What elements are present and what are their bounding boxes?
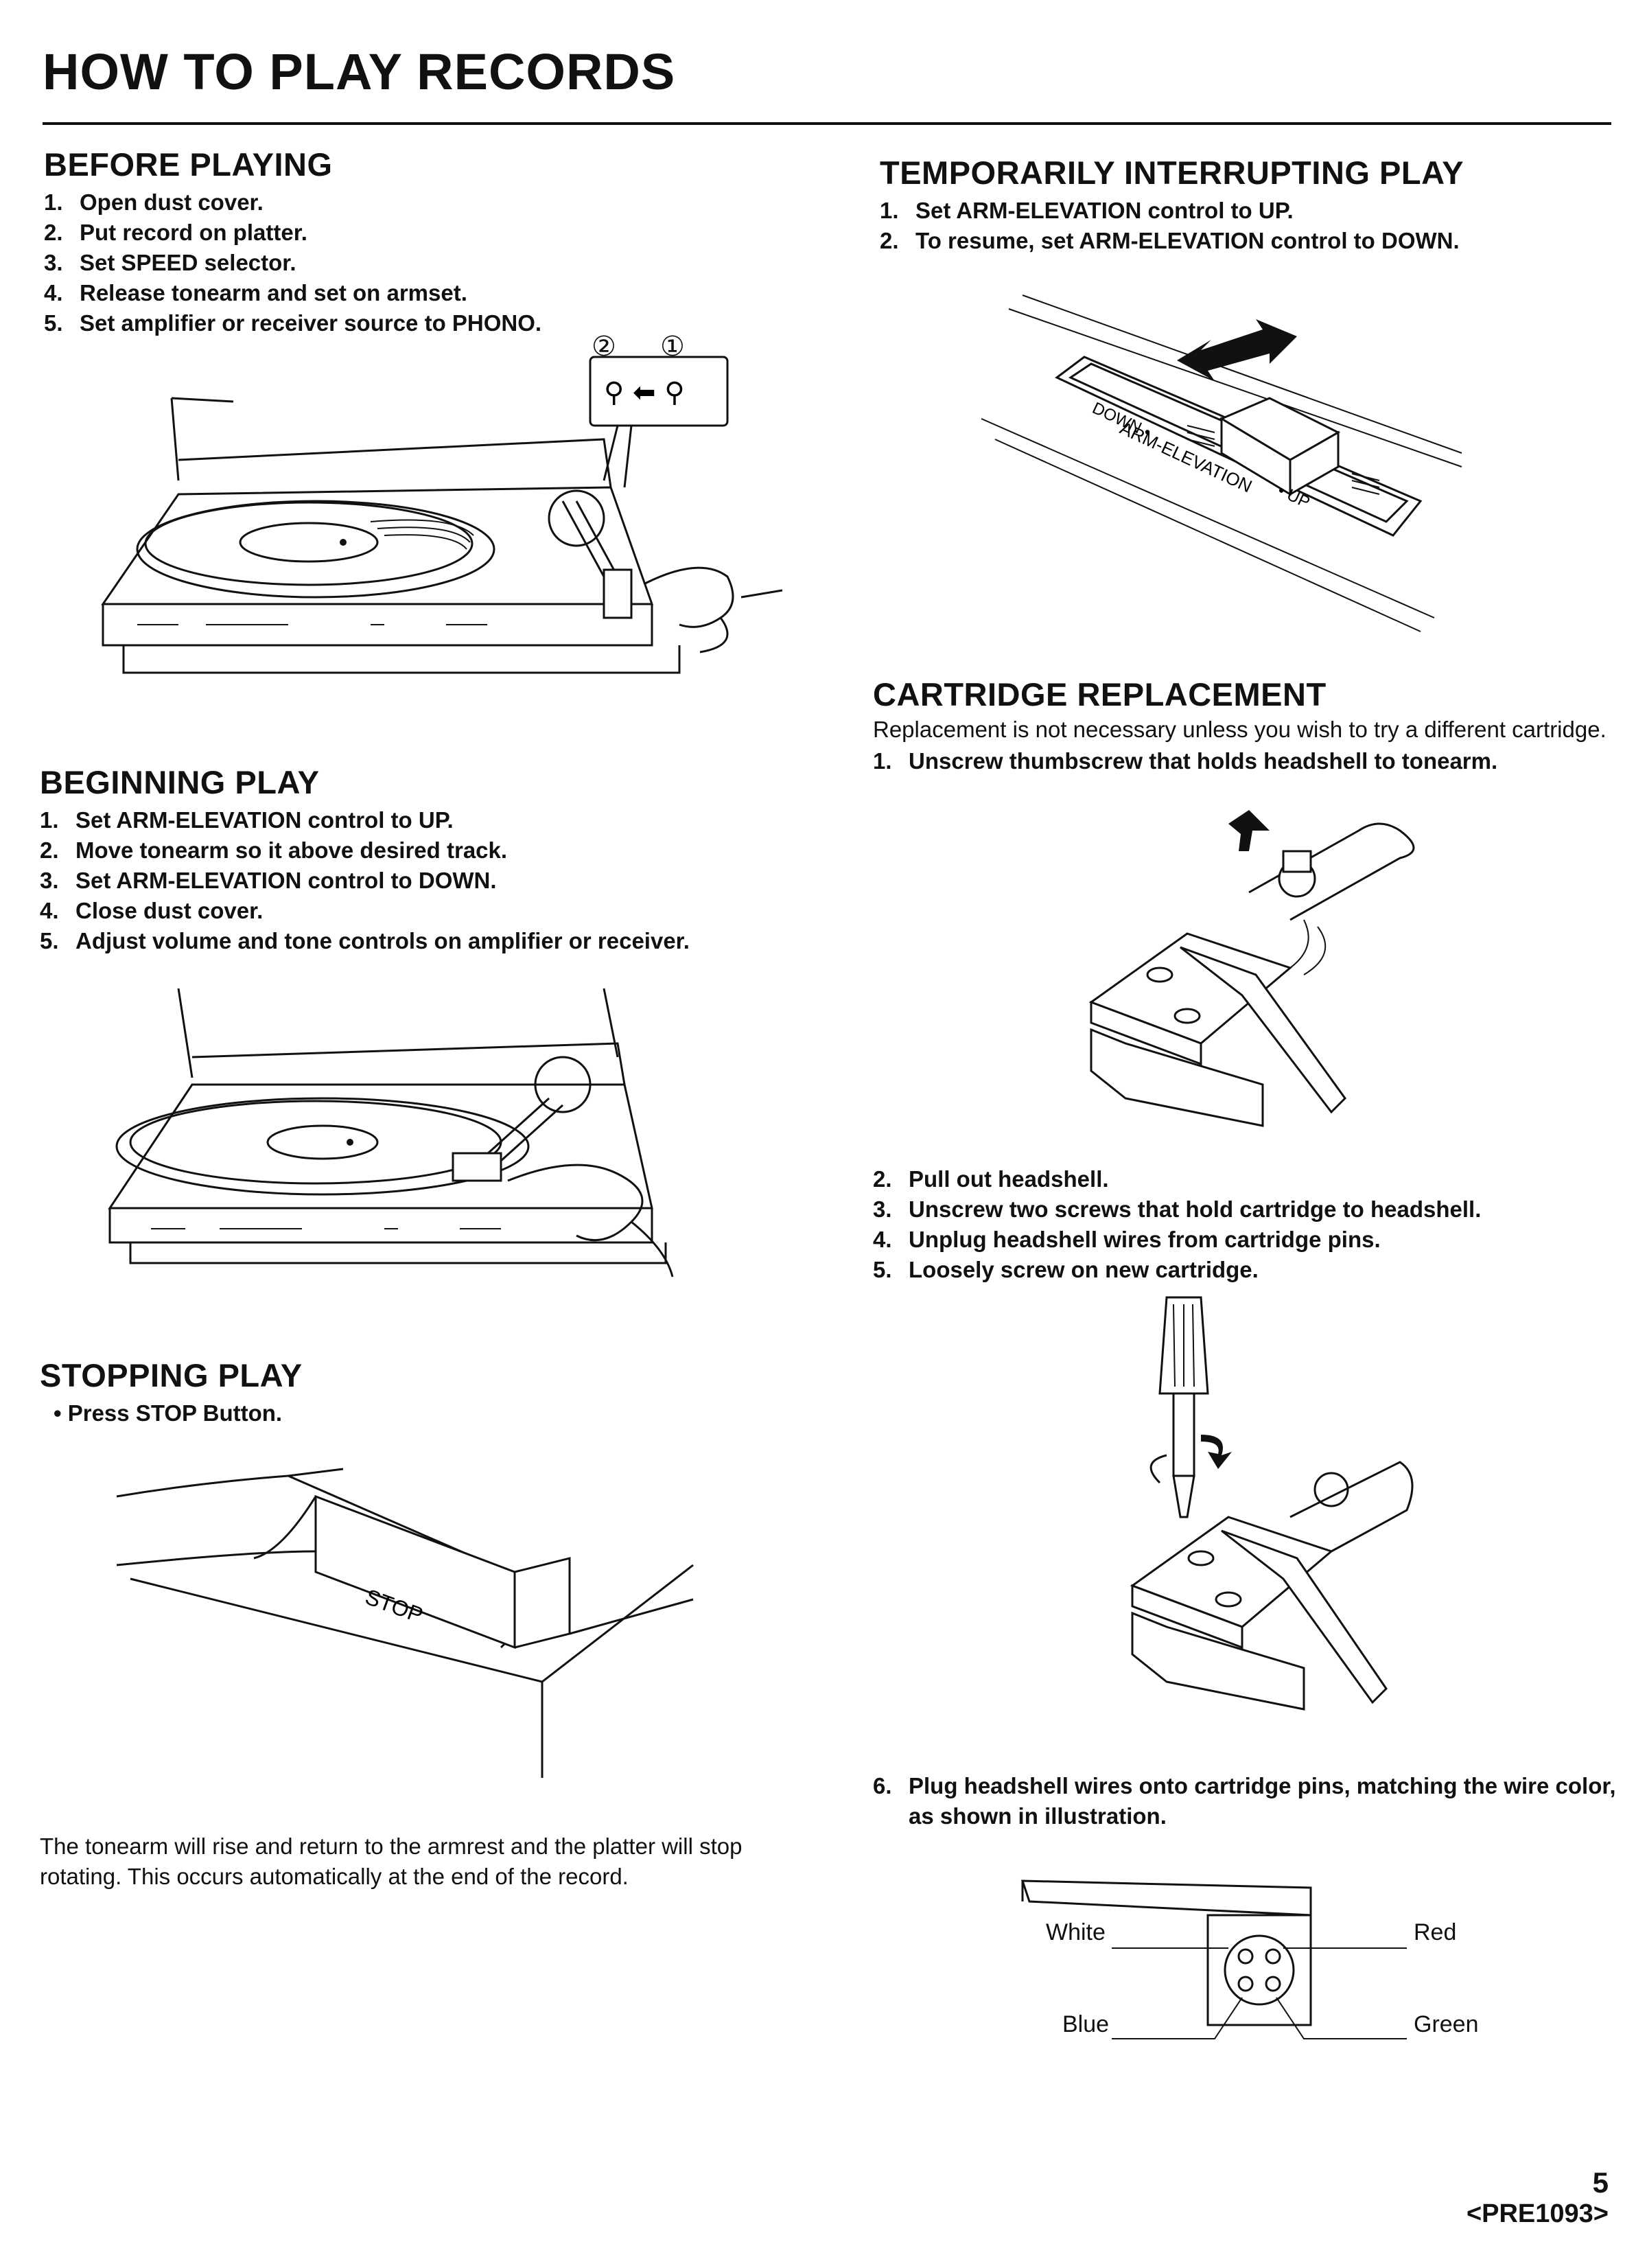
stop-button-illustration: STOP <box>116 1468 694 1778</box>
cartridge-steps-2-5: 2.Pull out headshell. 3.Unscrew two scre… <box>873 1164 1481 1285</box>
beginning-play-steps: 1.Set ARM-ELEVATION control to UP. 2.Mov… <box>40 805 690 956</box>
list-item: 6.Plug headshell wires onto cartridge pi… <box>873 1773 1616 1798</box>
stopping-play-note: The tonearm will rise and return to the … <box>40 1833 743 1889</box>
list-item: 2.Put record on platter. <box>44 220 307 245</box>
interrupting-play-section: TEMPORARILY INTERRUPTING PLAY 1.Set ARM-… <box>880 154 1464 256</box>
interrupting-play-heading: TEMPORARILY INTERRUPTING PLAY <box>880 154 1464 191</box>
list-item: 5.Adjust volume and tone controls on amp… <box>40 928 690 953</box>
arm-elevation-illustration: DOWN • ARM-ELEVATION • UP <box>981 294 1462 632</box>
list-item: 1.Set ARM-ELEVATION control to UP. <box>880 198 1294 223</box>
list-item: 3.Set SPEED selector. <box>44 250 296 275</box>
before-playing-steps: 1.Open dust cover. 2.Put record on platt… <box>44 187 541 338</box>
list-item: 3.Set ARM-ELEVATION control to DOWN. <box>40 868 497 893</box>
page-code: <PRE1093> <box>1466 2199 1609 2228</box>
list-item: 2.Pull out headshell. <box>873 1166 1109 1192</box>
wire-label-red: Red <box>1414 1919 1457 1945</box>
page-title: HOW TO PLAY RECORDS <box>43 43 676 100</box>
screwdriver-illustration <box>1130 1296 1414 1711</box>
list-item: 2.To resume, set ARM-ELEVATION control t… <box>880 228 1460 253</box>
stopping-play-bullet: • Press STOP Button. <box>54 1400 283 1426</box>
cartridge-step-1: 1.Unscrew thumbscrew that holds headshel… <box>873 746 1614 776</box>
list-item: 4.Release tonearm and set on armset. <box>44 280 467 305</box>
headshell-illustration-1 <box>1088 810 1415 1127</box>
list-item: as shown in illustration. <box>909 1803 1167 1829</box>
list-item: 3.Unscrew two screws that hold cartridge… <box>873 1196 1482 1222</box>
cartridge-replacement-intro: Replacement is not necessary unless you … <box>873 717 1607 742</box>
list-item: 4.Close dust cover. <box>40 898 264 923</box>
wiring-diagram <box>1020 1879 1407 2039</box>
cartridge-step-6: 6.Plug headshell wires onto cartridge pi… <box>873 1771 1616 1831</box>
before-playing-section: BEFORE PLAYING 1.Open dust cover. 2.Put … <box>44 146 541 338</box>
stopping-play-section: STOPPING PLAY • Press STOP Button. <box>40 1356 303 1428</box>
list-item: 1.Set ARM-ELEVATION control to UP. <box>40 807 454 833</box>
wire-label-white: White <box>1046 1919 1106 1945</box>
before-playing-heading: BEFORE PLAYING <box>44 146 333 183</box>
list-item: 5.Loosely screw on new cartridge. <box>873 1257 1259 1282</box>
beginning-play-heading: BEGINNING PLAY <box>40 764 320 800</box>
interrupting-play-steps: 1.Set ARM-ELEVATION control to UP. 2.To … <box>880 196 1464 256</box>
svg-text:⚲ ⬅ ⚲: ⚲ ⬅ ⚲ <box>604 377 685 408</box>
title-rule <box>43 122 1611 125</box>
turntable-illustration-2 <box>108 988 674 1277</box>
wire-label-green: Green <box>1414 2011 1479 2037</box>
page-number: 5 <box>1592 2166 1609 2199</box>
list-item: 5.Set amplifier or receiver source to PH… <box>44 310 542 336</box>
cartridge-replacement-heading: CARTRIDGE REPLACEMENT <box>873 676 1327 713</box>
stopping-play-heading: STOPPING PLAY <box>40 1357 303 1393</box>
wire-label-blue: Blue <box>1062 2011 1110 2037</box>
turntable-illustration-1: ⚲ ⬅ ⚲ <box>101 356 783 674</box>
list-item: 4.Unplug headshell wires from cartridge … <box>873 1227 1381 1252</box>
cartridge-replacement-section: CARTRIDGE REPLACEMENT Replacement is not… <box>873 675 1614 776</box>
list-item: 1.Unscrew thumbscrew that holds headshel… <box>873 748 1498 774</box>
list-item: 1.Open dust cover. <box>44 189 264 215</box>
list-item: 2.Move tonearm so it above desired track… <box>40 837 508 863</box>
beginning-play-section: BEGINNING PLAY 1.Set ARM-ELEVATION contr… <box>40 763 690 956</box>
